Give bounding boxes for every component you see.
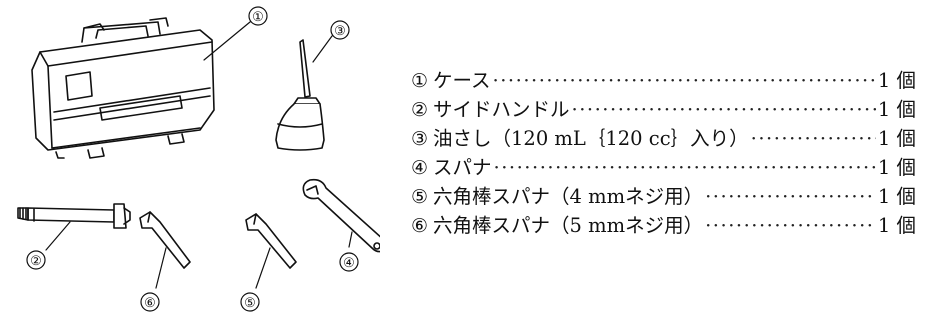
- callout-5: ⑤: [244, 296, 256, 311]
- leader-dots: ········································…: [493, 156, 876, 179]
- leader-dots: ········································…: [705, 214, 876, 237]
- list-item: ⑥ 六角棒スパナ（5 mmネジ用） ······················…: [411, 211, 916, 240]
- accessories-illustration: ① ② ③ ④ ⑥ ⑤: [17, 6, 380, 312]
- callout-6: ⑥: [144, 296, 156, 311]
- list-item: ③ 油さし（120 mL｛120 cc｝入り） ················…: [411, 124, 916, 153]
- item-number: ⑤: [411, 186, 429, 208]
- list-item: ⑤ 六角棒スパナ（4 mmネジ用） ······················…: [411, 182, 916, 211]
- item-name: スパナ: [433, 156, 492, 179]
- item-quantity: 1 個: [877, 214, 916, 237]
- item-quantity: 1 個: [877, 69, 916, 92]
- item-name: 油さし（120 mL｛120 cc｝入り）: [433, 127, 749, 150]
- callout-3: ③: [334, 24, 346, 39]
- leader-dots: ········································…: [571, 98, 876, 121]
- item-quantity: 1 個: [877, 185, 916, 208]
- oil-can-icon: [275, 39, 325, 151]
- item-quantity: 1 個: [877, 98, 916, 121]
- item-quantity: 1 個: [877, 156, 916, 179]
- leader-dots: ········································…: [492, 69, 876, 92]
- item-quantity: 1 個: [877, 127, 916, 150]
- list-item: ② サイドハンドル ······························…: [411, 95, 916, 124]
- item-number: ①: [411, 70, 429, 92]
- leader-lines: [45, 21, 353, 289]
- hex-key-4mm-icon: [245, 213, 297, 269]
- callout-1: ①: [252, 10, 264, 25]
- callout-2: ②: [30, 254, 42, 269]
- callout-circles: [26, 6, 359, 312]
- item-number: ②: [411, 99, 429, 121]
- item-name: 六角棒スパナ（4 mmネジ用）: [433, 185, 704, 208]
- item-name: ケース: [433, 69, 491, 92]
- spanner-icon: [302, 178, 380, 253]
- item-number: ⑥: [411, 215, 429, 237]
- parts-list: ① ケース ··································…: [411, 66, 916, 240]
- list-item: ④ スパナ ··································…: [411, 153, 916, 182]
- case-icon: [31, 17, 215, 159]
- callout-4: ④: [343, 256, 355, 271]
- leader-dots: ········································…: [705, 185, 876, 208]
- side-handle-icon: [17, 203, 131, 229]
- item-name: サイドハンドル: [433, 98, 570, 121]
- item-number: ④: [411, 157, 429, 179]
- list-item: ① ケース ··································…: [411, 66, 916, 95]
- hex-key-5mm-icon: [139, 211, 191, 269]
- item-number: ③: [411, 128, 429, 150]
- leader-dots: ········································…: [750, 127, 876, 150]
- item-name: 六角棒スパナ（5 mmネジ用）: [433, 214, 704, 237]
